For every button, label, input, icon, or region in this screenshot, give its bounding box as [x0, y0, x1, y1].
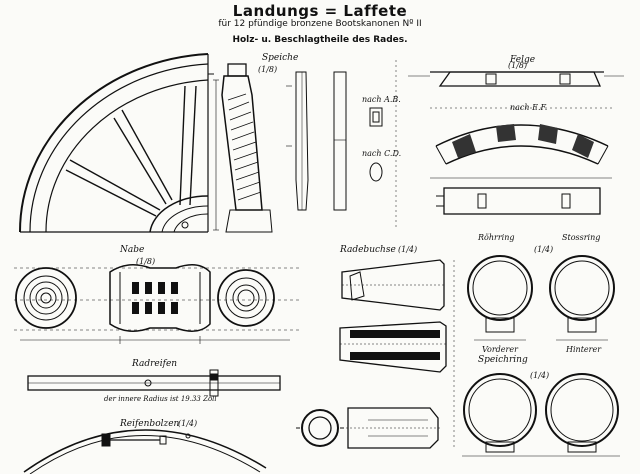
- radreifen-drawing: [27, 369, 281, 397]
- rohrring-scale: (1/4): [534, 245, 554, 254]
- felge-label: Felge: [510, 55, 536, 65]
- parts-heading: Holz- u. Beschlagtheile des Rades.: [232, 35, 408, 45]
- hinterer-label: Hinterer: [566, 345, 602, 354]
- rohrring-drawing: [467, 255, 533, 341]
- speiche-drawing: [213, 60, 397, 233]
- reifenbolzen-drawing: [23, 429, 267, 474]
- nach-cd-label: nach C.D.: [362, 149, 402, 158]
- speiche-label: Speiche: [262, 53, 299, 63]
- nach-ef-label: nach E.F.: [510, 103, 548, 112]
- speichring-label: Speichring: [478, 355, 528, 365]
- sheet-subtitle: für 12 pfündige bronzene Bootskanonen Nº…: [218, 19, 422, 29]
- sheet-title: Landungs = Laffete: [232, 2, 408, 20]
- stossring-drawing: [549, 255, 615, 341]
- reifenbolzen-scale: (1/4): [178, 419, 198, 428]
- nabe-drawing: [14, 264, 300, 344]
- speichring-scale: (1/4): [530, 371, 550, 380]
- wheel-quarter-view: [18, 53, 214, 233]
- felge-drawing: [408, 71, 624, 215]
- felge-scale: (1/8): [508, 61, 528, 70]
- stossring-label: Stossring: [562, 233, 601, 242]
- radbuchse-scale: (1/4): [398, 245, 418, 254]
- nach-ab-label: nach A.B.: [362, 95, 401, 104]
- reifenbolzen-label: Reifenbolzen: [120, 419, 180, 429]
- radbuchse-drawing: [296, 259, 455, 450]
- rohrring-label: Röhrring: [478, 233, 515, 242]
- nabe-label: Nabe: [120, 245, 145, 255]
- radbuchse-label: Radebuchse: [340, 245, 396, 255]
- radreifen-label: Radreifen: [132, 359, 178, 369]
- radreifen-note: der innere Radius ist 19.33 Zoll: [104, 395, 217, 403]
- vorderer-label: Vorderer: [482, 345, 518, 354]
- speiche-scale: (1/8): [258, 65, 278, 74]
- nabe-scale: (1/8): [136, 257, 156, 266]
- speichring-drawing: [462, 373, 620, 457]
